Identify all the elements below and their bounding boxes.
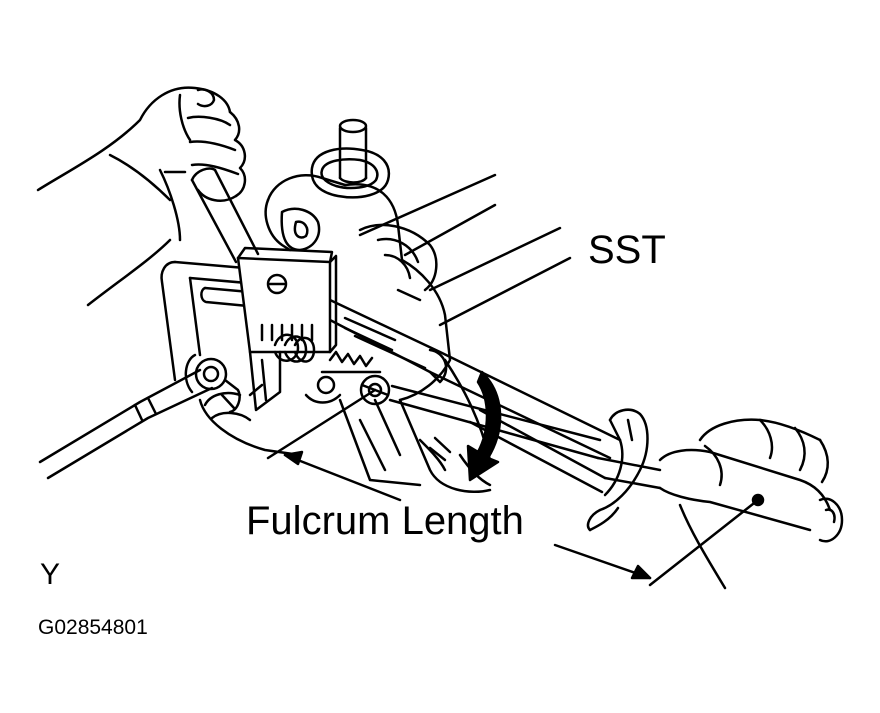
upright-handle xyxy=(192,168,258,262)
scale-hook xyxy=(588,410,647,530)
fulcrum-length-label: Fulcrum Length xyxy=(246,499,524,543)
view-letter-label: Y xyxy=(40,558,61,591)
claw xyxy=(250,352,280,410)
spring-teeth xyxy=(275,335,380,403)
curved-arrow-down-icon xyxy=(468,372,500,480)
leader-lines xyxy=(268,258,650,578)
hand-grip-icon xyxy=(38,88,245,305)
left-extension-shaft xyxy=(40,355,240,478)
gear-housing xyxy=(200,120,560,492)
sst-bar xyxy=(162,262,620,458)
sst-label: SST xyxy=(588,228,666,272)
hand-grip-icon xyxy=(650,420,842,588)
figure-code-label: G02854801 xyxy=(38,616,148,639)
clamp-plate xyxy=(238,248,336,352)
